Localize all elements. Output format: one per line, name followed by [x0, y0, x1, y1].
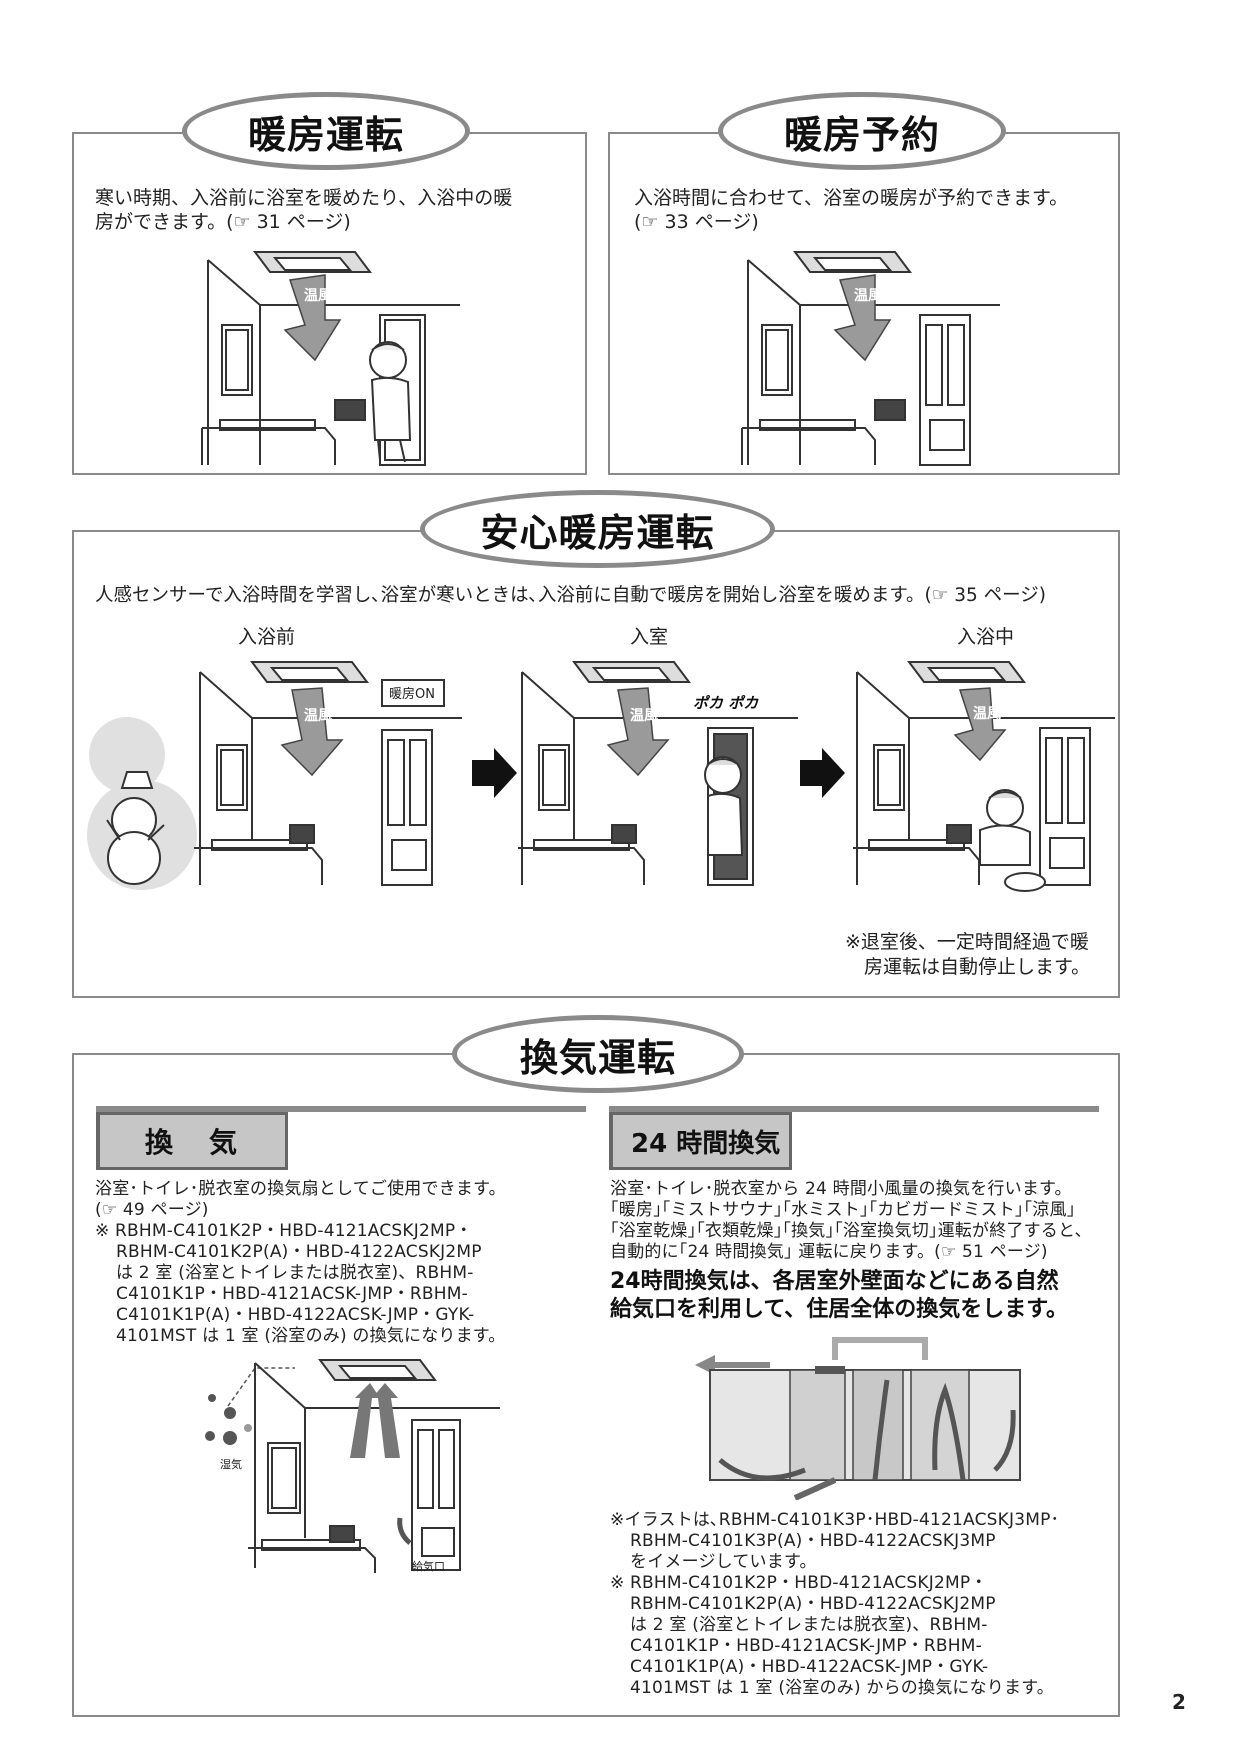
step-arrow-icon: [800, 748, 845, 798]
vent-right-bold1: 24時間換気は、各居室外壁面などにある自然: [610, 1269, 1059, 1294]
vent-right-note9: 4101MST は 1 室 (浴室のみ) からの換気になります。: [630, 1678, 1054, 1698]
vent-left-line1: 浴室･トイレ･脱衣室の換気扇としてご使用できます。: [95, 1179, 506, 1199]
vent-right-note4: ※ RBHM-C4101K2P・HBD-4121ACSKJ2MP・: [610, 1573, 988, 1593]
vent-right-note5: RBHM-C4101K2P(A)・HBD-4122ACSKJ2MP: [630, 1594, 996, 1614]
vent-left-line3: ※ RBHM-C4101K2P・HBD-4121ACSKJ2MP・: [95, 1221, 473, 1241]
ventilation-tab: 換 気: [96, 1112, 288, 1170]
safe-heating-note-line2: 房運転は自動停止します。: [864, 956, 1091, 978]
stage-bathing-illustration: 温風: [853, 661, 1115, 892]
vent-right-line4: 自動的に｢24 時間換気｣ 運転に戻ります。(☞ 51 ページ): [610, 1242, 1048, 1262]
24h-ventilation-tab: 24 時間換気: [609, 1112, 792, 1170]
warm-air-arrow: [283, 274, 342, 362]
warm-air-arrow: [953, 687, 1007, 762]
timer-desc-line1: 入浴時間に合わせて、浴室の暖房が予約できます。: [634, 187, 1069, 209]
heating-desc-line1: 寒い時期、入浴前に浴室を暖めたり、入浴中の暖: [95, 187, 513, 209]
vent-right-note6: は 2 室 (浴室とトイレまたは脱衣室)、RBHM-: [630, 1615, 988, 1635]
ventilation-title: 換気運転: [452, 1015, 744, 1093]
humidity-label: 湿気: [220, 1457, 242, 1471]
left-header-bar: [96, 1106, 586, 1170]
heating-illustration: 温風: [201, 251, 460, 466]
warm-air-label: 温風: [854, 288, 882, 304]
ventilation-illustration: 湿気 給気口: [205, 1359, 500, 1573]
vent-right-note2: RBHM-C4101K3P(A)・HBD-4122ACSKJ3MP: [630, 1531, 996, 1551]
snowman-icon: [87, 717, 197, 890]
timer-title: 暖房予約: [718, 92, 1006, 170]
stage-label-bathing: 入浴中: [957, 626, 1015, 648]
safe-heating-title: 安心暖房運転: [420, 490, 775, 568]
vent-right-note3: をイメージしています。: [630, 1552, 817, 1572]
vent-left-line8: 4101MST は 1 室 (浴室のみ) の換気になります。: [116, 1326, 506, 1346]
heating-title: 暖房運転: [182, 92, 470, 170]
house-airflow-illustration: [695, 1337, 1021, 1500]
vent-left-line7: C4101K1P(A)・HBD-4122ACSK-JMP・GYK-: [116, 1305, 475, 1325]
vent-left-line2: (☞ 49 ページ): [95, 1200, 209, 1220]
air-intake-label: 給気口: [412, 1559, 445, 1573]
timer-desc-line2: (☞ 33 ページ): [634, 211, 759, 233]
page-number: 2: [1172, 1690, 1186, 1714]
poka-poka-label: ポカ ポカ: [693, 694, 759, 712]
warm-air-label: 温風: [304, 288, 332, 304]
vent-left-line5: は 2 室 (浴室とトイレまたは脱衣室)、RBHM-: [116, 1263, 474, 1283]
right-header-bar: [609, 1106, 1099, 1170]
vent-right-note1: ※イラストは､RBHM-C4101K3P･HBD-4121ACSKJ3MP･: [610, 1510, 1060, 1530]
vent-right-line3: ｢浴室乾燥｣｢衣類乾燥｣｢換気｣｢浴室換気切｣運転が終了すると、: [610, 1221, 1092, 1241]
stage-before-illustration: 温風 暖房ON: [87, 661, 462, 890]
step-arrow-icon: [472, 748, 517, 798]
stage-label-enter: 入室: [630, 626, 669, 648]
vent-left-line4: RBHM-C4101K2P(A)・HBD-4122ACSKJ2MP: [116, 1242, 482, 1262]
vent-right-bold2: 給気口を利用して、住居全体の換気をします。: [610, 1297, 1069, 1322]
vent-right-note8: C4101K1P(A)・HBD-4122ACSK-JMP・GYK-: [630, 1657, 989, 1677]
vent-left-line6: C4101K1P・HBD-4121ACSK-JMP・RBHM-: [116, 1284, 468, 1304]
svg-text:温風: 温風: [304, 708, 332, 724]
svg-text:温風: 温風: [630, 708, 658, 724]
timer-illustration: 温風: [741, 251, 1000, 466]
vent-right-note7: C4101K1P・HBD-4121ACSK-JMP・RBHM-: [630, 1636, 982, 1656]
warm-air-arrow: [606, 687, 670, 777]
warm-air-arrow: [833, 274, 892, 362]
svg-text:温風: 温風: [973, 706, 1001, 722]
stage-label-before: 入浴前: [238, 626, 296, 648]
safe-heating-note-line1: ※退室後、一定時間経過で暖: [845, 931, 1089, 953]
warm-air-arrow: [280, 687, 344, 777]
heating-desc-line2: 房ができます。(☞ 31 ページ): [95, 211, 351, 233]
stage-enter-illustration: 温風 ポカ ポカ: [518, 661, 798, 886]
heating-on-badge: 暖房ON: [389, 686, 435, 702]
vent-right-line1: 浴室･トイレ･脱衣室から 24 時間小風量の換気を行います。: [610, 1179, 1072, 1199]
heating-section: [72, 132, 587, 475]
safe-heating-desc: 人感センサーで入浴時間を学習し､浴室が寒いときは､入浴前に自動で暖房を開始し浴室…: [95, 585, 1046, 606]
humidity-dots-icon: [205, 1394, 252, 1445]
vent-right-line2: ｢暖房｣｢ミストサウナ｣｢水ミスト｣｢カビガードミスト｣｢涼風｣: [610, 1200, 1076, 1220]
